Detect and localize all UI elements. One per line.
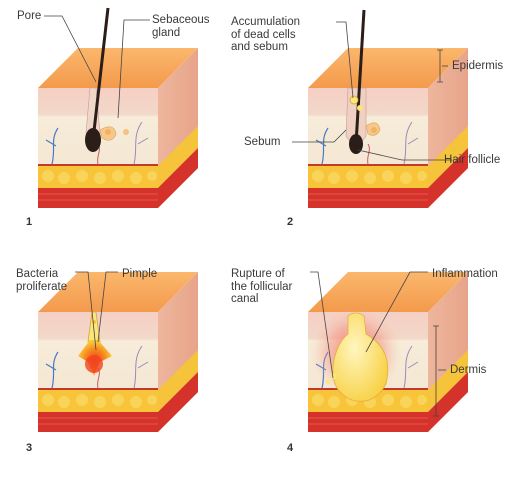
label-accumulation: Accumulation of dead cells and sebum [231, 16, 300, 54]
label-pore: Pore [17, 10, 41, 23]
label-rupture: Rupture of the follicular canal [231, 268, 292, 306]
label-sebum: Sebum [244, 136, 280, 149]
panel-3-pimple [38, 272, 198, 432]
label-hair-follicle: Hair follicle [444, 154, 500, 167]
label-bacteria-proliferate: Bacteria proliferate [16, 268, 67, 293]
label-pimple: Pimple [122, 268, 157, 281]
panel-number-1: 1 [26, 216, 32, 228]
label-epidermis: Epidermis [452, 60, 503, 73]
panel-2-clogged-follicle [308, 10, 468, 208]
panel-4-inflammation [308, 272, 468, 432]
label-inflammation: Inflammation [432, 268, 498, 281]
panel-number-4: 4 [287, 442, 293, 454]
label-dermis: Dermis [450, 364, 486, 377]
label-sebaceous-gland: Sebaceous gland [152, 14, 210, 39]
panel-number-3: 3 [26, 442, 32, 454]
panel-number-2: 2 [287, 216, 293, 228]
